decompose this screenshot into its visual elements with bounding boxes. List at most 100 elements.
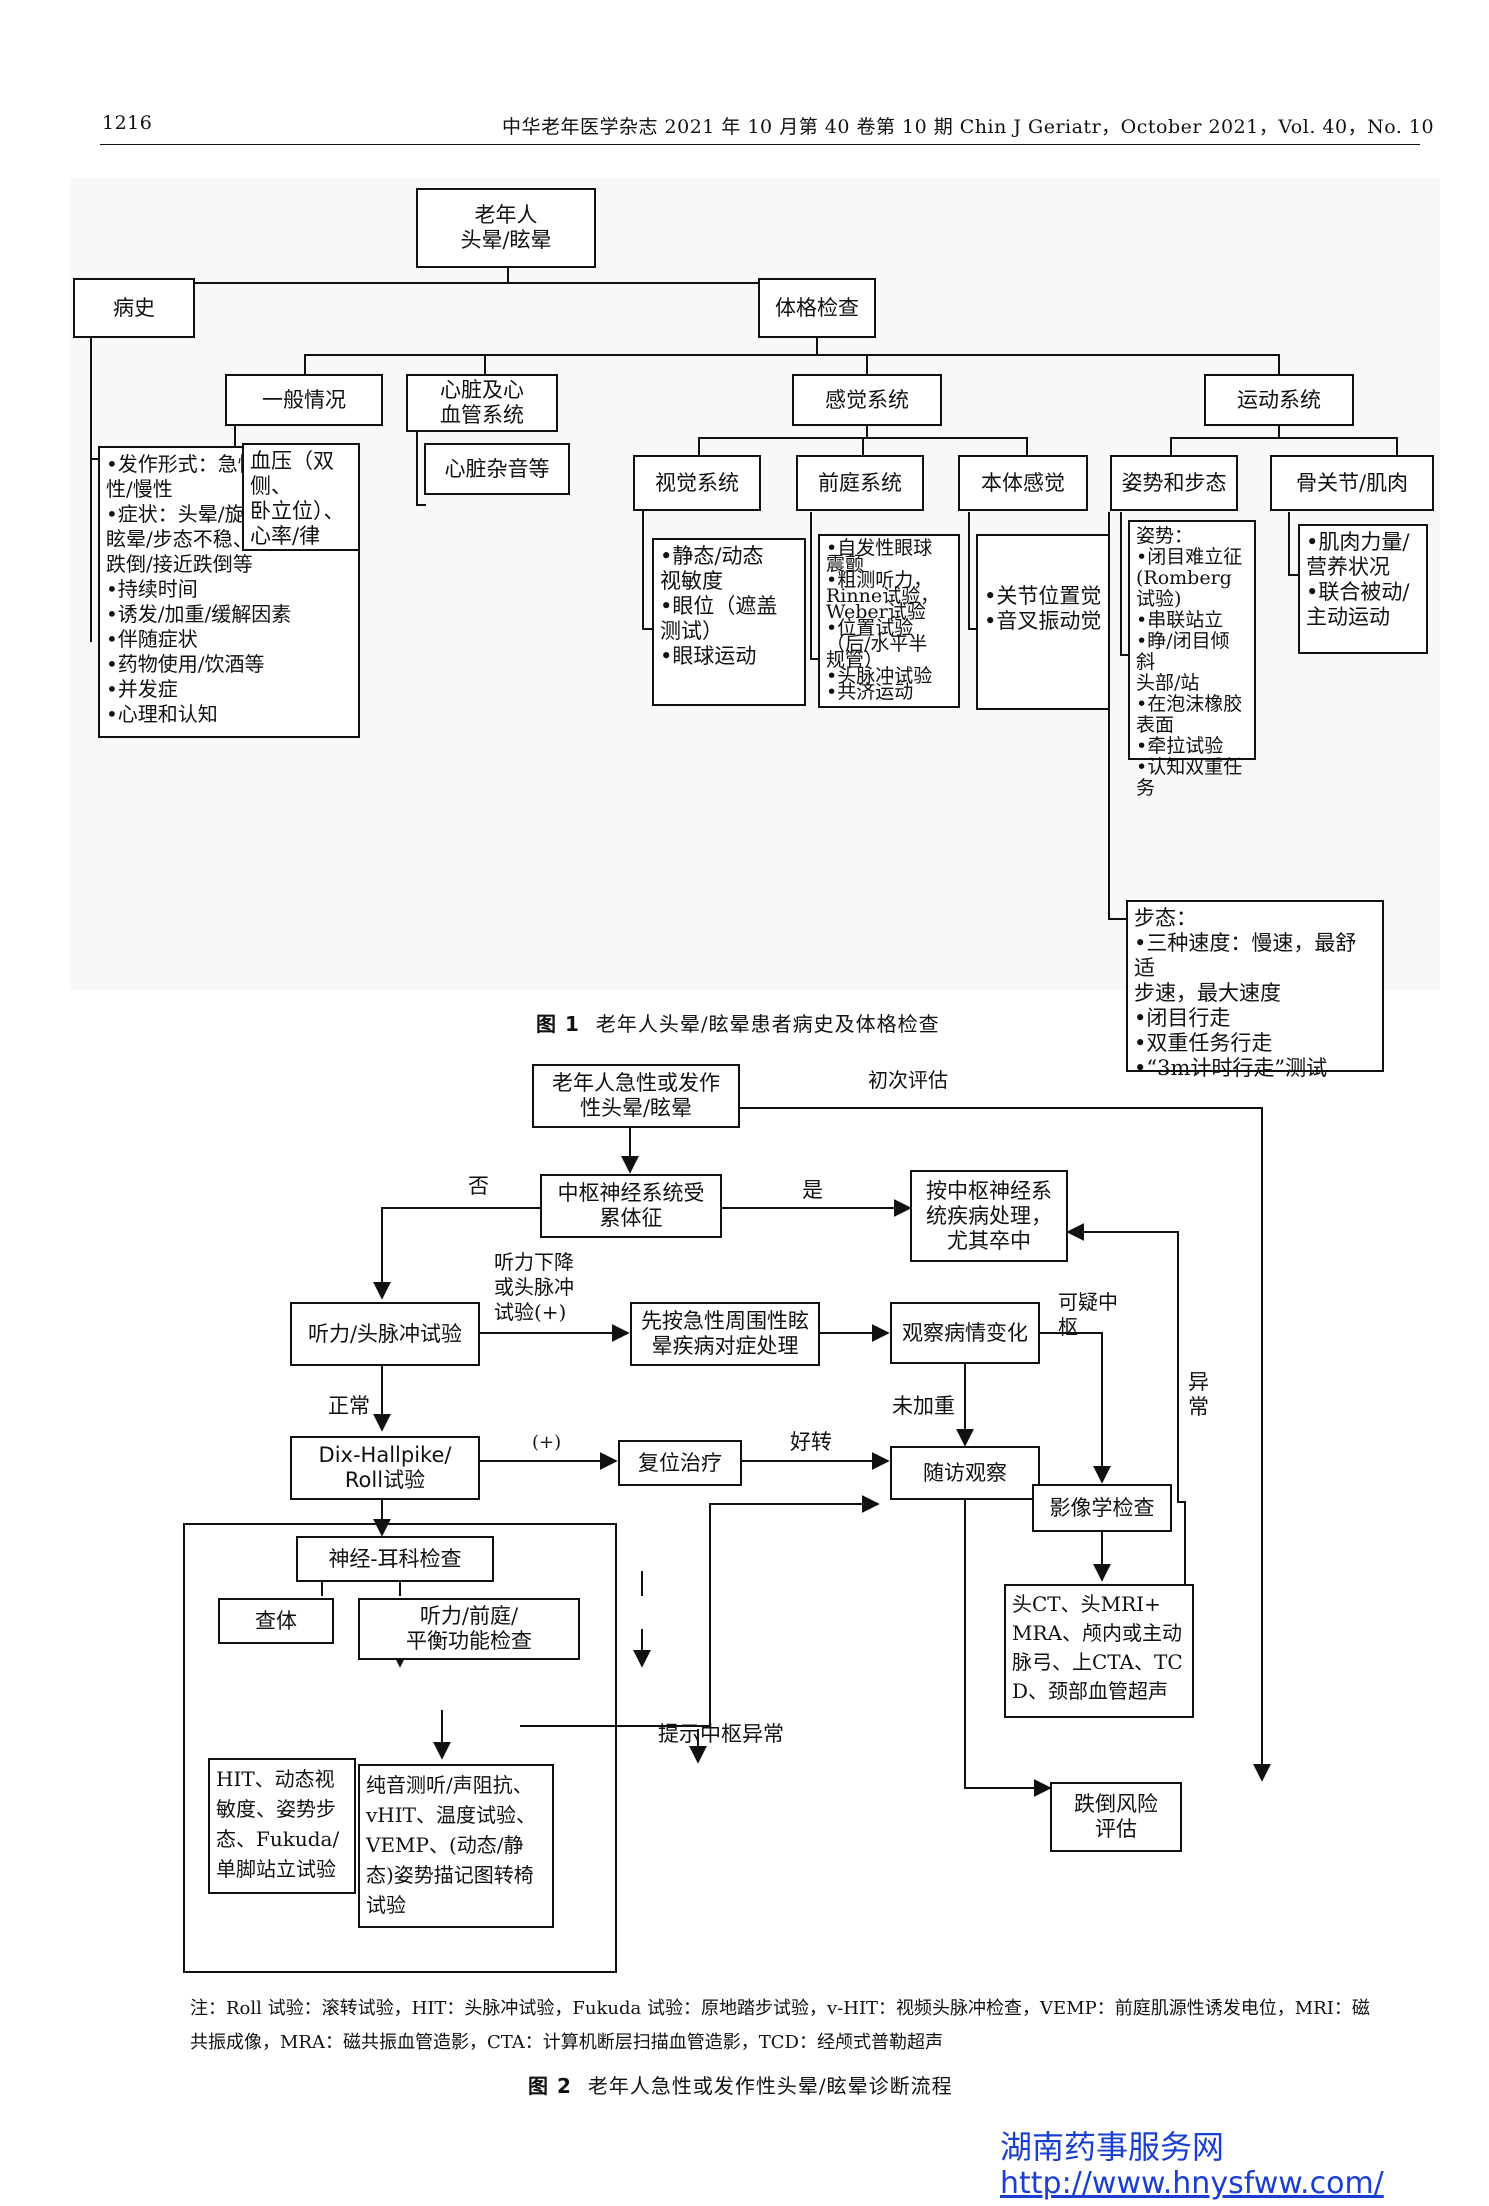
hearing-test-node: 听力/头脉冲试验 [290,1302,480,1366]
observe-node: 观察病情变化 [890,1302,1040,1364]
reposition-node: 复位治疗 [618,1440,742,1486]
figure-2-arrows [183,1107,1271,1973]
connector [1278,424,1280,438]
figure-2-caption-text: 老年人急性或发作性头晕/眩晕诊断流程 [587,2074,953,2098]
posture-node: 姿势和步态 [1110,455,1238,511]
function-detail: 纯音测听/声阻抗、 vHIT、温度试验、 VEMP、(动态/静 态)姿势描记图转… [358,1764,554,1928]
connector [866,424,868,438]
connector [1120,512,1122,656]
label-yes: 是 [802,1178,823,1202]
motor-node: 运动系统 [1204,374,1354,426]
arrow [630,1107,1271,1782]
connector [1288,512,1290,576]
connector [416,504,426,506]
label-abnormal: 异 常 [1188,1370,1209,1419]
connector [968,512,970,630]
watermark-name: 湖南药事服务网 [1000,2128,1225,2166]
gait-detail: 步态： •三种速度：慢速，最舒适 步速，最大速度 •闭目行走 •双重任务行走 •… [1126,900,1384,1080]
dix-node: Dix-Hallpike/ Roll试验 [290,1436,480,1500]
peripheral-node: 先按急性周围性眩 晕疾病对症处理 [630,1302,820,1366]
label-better: 好转 [790,1430,832,1454]
label-no: 否 [468,1174,489,1198]
imaging-node: 影像学检查 [1032,1484,1172,1532]
imaging-detail: 头CT、头MRI+ MRA、颅内或主动 脉弓、上CTA、TC D、颈部血管超声 [1004,1584,1194,1718]
connector [304,354,1280,356]
connector [1026,437,1028,457]
proprio-detail: •关节位置觉 •音叉振动觉 [976,534,1110,710]
connector [136,282,818,284]
connector [810,512,812,660]
figure-1-caption-text: 老年人头晕/眩晕患者病史及体格检查 [595,1012,940,1036]
sensory-node: 感觉系统 [792,374,942,426]
connector [1108,918,1128,920]
connector [862,437,864,457]
connector [1396,437,1398,457]
bone-detail: •肌肉力量/ 营养状况 •联合被动/ 主动运动 [1298,524,1428,654]
exam-group-frame [183,1523,617,1973]
label-initial-eval: 初次评估 [868,1068,948,1092]
connector [90,337,92,642]
arrow [1066,1223,1186,1611]
figure-1-caption-number: 图 1 [536,1012,580,1036]
connector [1170,437,1172,457]
proprio-node: 本体感觉 [958,455,1088,511]
visual-detail: •静态/动态 视敏度 •眼位（遮盖 测试） •眼球运动 [652,538,806,706]
vestibular-node: 前庭系统 [796,455,924,511]
connector [304,354,306,376]
connector [698,437,700,457]
figure-2-note: 注：Roll 试验：滚转试验，HIT：头脉冲试验，Fukuda 试验：原地踏步试… [190,1998,1370,2053]
connector [642,628,654,630]
label-suspect-central: 可疑中 枢 [1058,1290,1118,1339]
cns-signs-node: 中枢神经系统受 累体征 [540,1174,722,1238]
connector [90,458,100,460]
label-plus: (+) [532,1432,562,1453]
general-detail: 血压（双侧、 卧立位）、 心率/律 [242,443,360,551]
connector [866,354,868,376]
label-central-hint: 提示中枢异常 [658,1722,784,1746]
figure-2-caption: 图 2 老年人急性或发作性头晕/眩晕诊断流程 [528,2070,953,2099]
fall-risk-node: 跌倒风险 评估 [1050,1782,1182,1852]
connector [484,354,486,376]
visual-node: 视觉系统 [633,455,761,511]
connector [1288,574,1300,576]
connector [816,337,818,355]
connector [1108,512,1110,920]
root-node: 老年人 头晕/眩晕 [416,188,596,268]
figure-1: 老年人 头晕/眩晕 病史 体格检查 •发作形式：急性/发作 性/慢性 •症状：头… [70,178,1440,1080]
connector [968,628,978,630]
neuro-ent-node: 神经-耳科检查 [296,1536,494,1582]
watermark-url[interactable]: http://www.hnysfww.com/ [1000,2166,1384,2201]
label-normal: 正常 [328,1394,370,1418]
general-node: 一般情况 [225,374,383,426]
physical-detail: HIT、动态视 敏度、姿势步 态、Fukuda/ 单脚站立试验 [208,1758,356,1894]
vestibular-detail: •自发性眼球 震颤 •粗测听力， Rinne试验， Weber试验 •位置试验 … [818,534,960,708]
figure-1-caption: 图 1 老年人头晕/眩晕患者病史及体格检查 [536,1008,940,1037]
start-node: 老年人急性或发作 性头晕/眩晕 [532,1064,740,1128]
connector [1170,437,1398,439]
page-number: 1216 [102,112,153,134]
connector [810,658,820,660]
cardiac-node: 心脏及心 血管系统 [406,374,558,432]
connector [642,508,644,630]
figure-2-caption-number: 图 2 [528,2074,572,2098]
connector [1120,654,1130,656]
bone-node: 骨关节/肌肉 [1270,455,1434,511]
label-not-worse: 未加重 [892,1394,955,1418]
followup-node: 随访观察 [890,1446,1040,1500]
history-node: 病史 [73,278,195,338]
function-test-node: 听力/前庭/ 平衡功能检查 [358,1598,580,1660]
connector [1278,354,1280,376]
label-hearing-positive: 听力下降 或头脉冲 试验(+) [494,1250,574,1324]
figure-2: 老年人急性或发作 性头晕/眩晕 中枢神经系统受 累体征 按中枢神经系 统疾病处理… [150,1050,1300,2010]
header-rule [100,144,1420,145]
arrow [373,1207,540,1300]
posture-detail: 姿势： •闭目难立征 (Romberg 试验) •串联站立 •睁/闭目倾斜 头部… [1128,520,1256,799]
exam-node: 体格检查 [758,278,876,338]
cns-treat-node: 按中枢神经系 统疾病处理， 尤其卒中 [910,1170,1068,1262]
connector [416,430,418,506]
cardiac-detail: 心脏杂音等 [424,443,570,495]
arrow [964,1478,1052,1797]
journal-header: 中华老年医学杂志 2021 年 10 月第 40 卷第 10 期 Chin J … [502,116,1435,138]
connector [507,267,509,284]
arrow [1040,1332,1111,1484]
